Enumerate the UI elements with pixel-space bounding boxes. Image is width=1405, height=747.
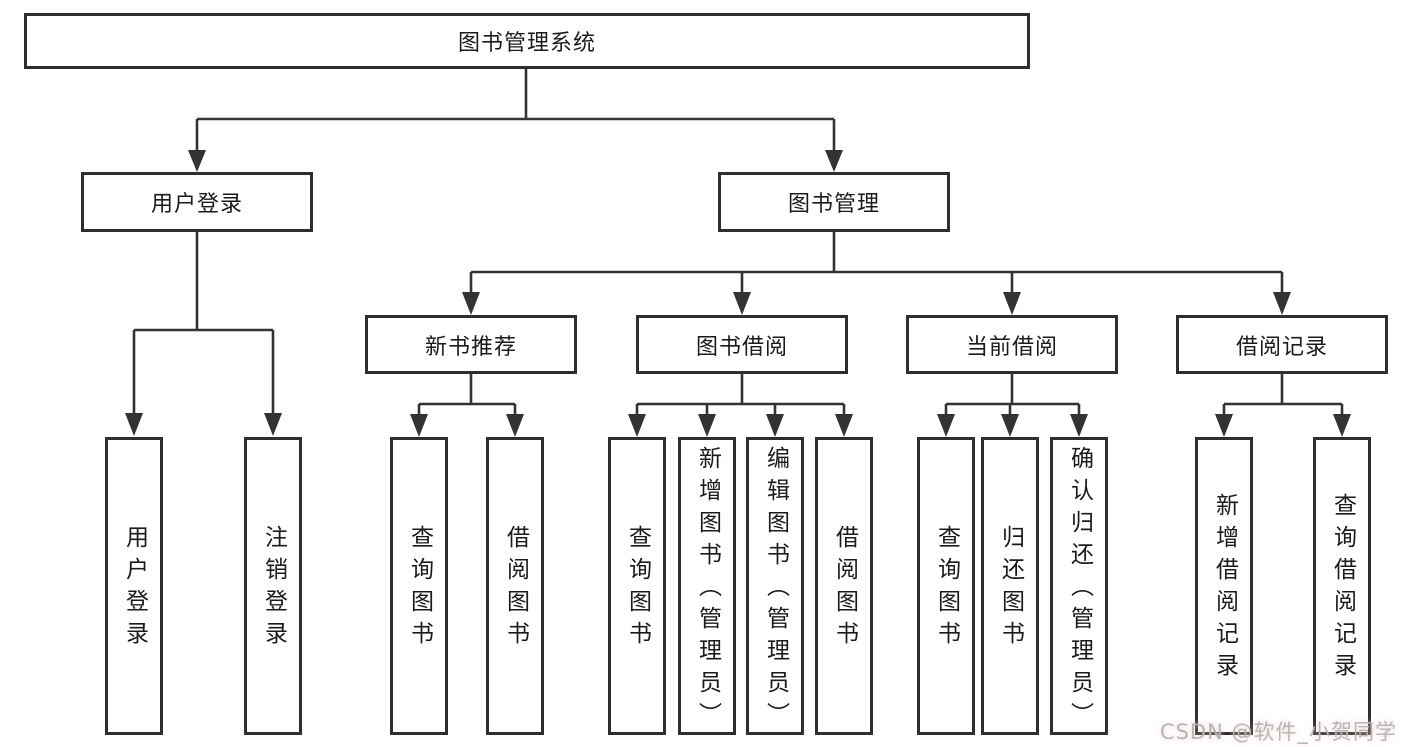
leaf-borrow-books-2: 借阅图书 — [815, 437, 873, 735]
connector-borrow-records-children — [1215, 374, 1351, 437]
arrowhead-icon — [766, 414, 784, 437]
arrowhead-icon — [1273, 292, 1291, 315]
connector-line — [419, 374, 515, 406]
node-current-borrowing: 当前借阅 — [906, 315, 1118, 374]
arrowhead-icon — [1001, 414, 1019, 437]
node-borrow-records: 借阅记录 — [1176, 315, 1388, 374]
leaf-query-borrow-record: 查询借阅记录 — [1313, 437, 1371, 735]
connector-root-to-level2 — [188, 69, 843, 172]
csdn-watermark: CSDN @软件_小贺同学 — [1159, 720, 1397, 744]
connector-user-login-children — [125, 232, 282, 436]
node-user-login: 用户登录 — [81, 172, 313, 232]
node-new-book-recommend: 新书推荐 — [365, 315, 577, 374]
arrowhead-icon — [937, 414, 955, 437]
node-root-system: 图书管理系统 — [24, 13, 1030, 69]
connector-line — [471, 232, 1282, 274]
connector-line — [946, 374, 1079, 406]
arrowhead-icon — [188, 150, 206, 172]
arrowhead-icon — [1215, 414, 1233, 437]
arrowhead-icon — [506, 414, 524, 437]
connector-line — [1224, 374, 1342, 406]
leaf-logout: 注销登录 — [244, 437, 302, 735]
arrowhead-icon — [835, 414, 853, 437]
arrowhead-icon — [825, 150, 843, 172]
node-book-borrowing: 图书借阅 — [636, 315, 848, 374]
arrowhead-icon — [1003, 292, 1021, 315]
leaf-confirm-return-admin: 确认归还（管理员） — [1050, 437, 1108, 735]
leaf-add-book-admin: 新增图书（管理员） — [678, 437, 736, 735]
connector-current-borrow-children — [937, 374, 1088, 437]
leaf-query-books-1: 查询图书 — [390, 437, 448, 735]
leaf-return-book: 归还图书 — [981, 437, 1039, 735]
arrowhead-icon — [410, 414, 428, 437]
arrowhead-icon — [462, 292, 480, 315]
leaf-add-borrow-record: 新增借阅记录 — [1195, 437, 1253, 735]
node-book-management: 图书管理 — [718, 172, 950, 232]
arrowhead-icon — [125, 413, 143, 436]
leaf-query-books-3: 查询图书 — [917, 437, 975, 735]
arrowhead-icon — [1333, 414, 1351, 437]
arrowhead-icon — [733, 292, 751, 315]
connector-book-borrow-children — [628, 374, 853, 437]
connector-new-book-children — [410, 374, 524, 437]
leaf-query-books-2: 查询图书 — [608, 437, 666, 735]
arrowhead-icon — [1070, 414, 1088, 437]
leaf-edit-book-admin: 编辑图书（管理员） — [746, 437, 804, 735]
connector-line — [197, 69, 834, 121]
connector-line — [637, 374, 844, 406]
arrowhead-icon — [628, 414, 646, 437]
leaf-borrow-books-1: 借阅图书 — [486, 437, 544, 735]
leaf-user-login: 用户登录 — [105, 437, 163, 735]
arrowhead-icon — [264, 413, 282, 436]
connector-book-mgmt-to-level3 — [462, 232, 1291, 315]
connector-line — [134, 232, 273, 332]
arrowhead-icon — [698, 414, 716, 437]
